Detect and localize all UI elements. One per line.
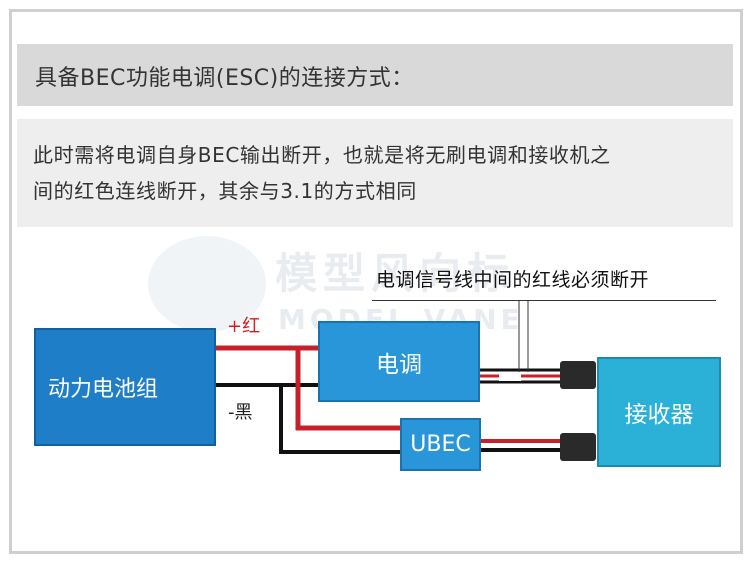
page-title: 具备BEC功能电调(ESC)的连接方式： — [35, 66, 414, 91]
ubec-box: UBEC — [400, 418, 481, 471]
battery-pack-box: 动力电池组 — [34, 328, 216, 446]
watermark-logo-icon — [148, 236, 266, 332]
positive-wire-label: +红 — [227, 316, 261, 337]
negative-wire-label: -黑 — [228, 402, 253, 423]
title-bar: 具备BEC功能电调(ESC)的连接方式： — [17, 44, 733, 106]
description-line-1: 此时需将电调自身BEC输出断开，也就是将无刷电调和接收机之 — [33, 143, 611, 167]
callout-text: 电调信号线中间的红线必须断开 — [376, 269, 650, 291]
black-wire-battery-ubec — [279, 385, 400, 454]
esc-connector-plug — [560, 361, 596, 389]
red-wire-battery-ubec — [295, 348, 400, 431]
esc-box: 电调 — [318, 321, 480, 402]
ubec-connector-plug — [560, 433, 596, 461]
red-wire-cut-mark — [499, 372, 521, 381]
description-box: 此时需将电调自身BEC输出断开，也就是将无刷电调和接收机之 间的红色连线断开，其… — [17, 119, 733, 227]
description-line-2: 间的红色连线断开，其余与3.1的方式相同 — [33, 179, 417, 203]
receiver-box: 接收器 — [597, 357, 721, 467]
callout-underline — [372, 300, 716, 301]
